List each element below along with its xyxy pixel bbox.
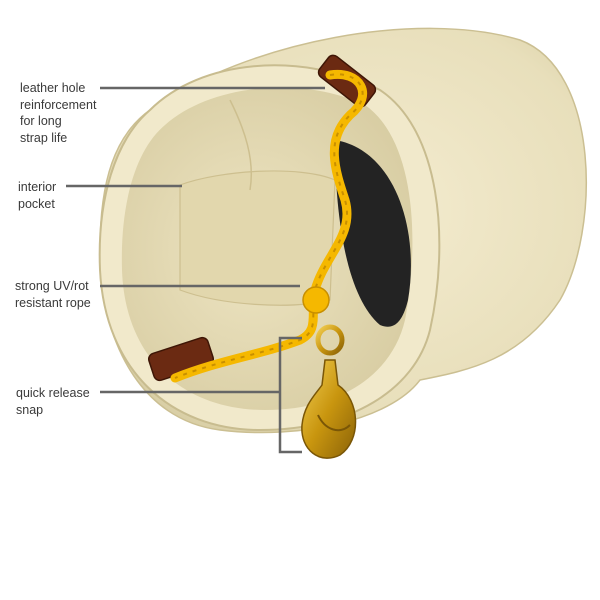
snap-gate [317,414,351,432]
leader-lines [66,86,325,454]
callout-leather-hole-reinforcement: leather hole reinforcement for long stra… [20,81,97,145]
pocket-fold [229,99,253,191]
callout-rope: strong UV/rot resistant rope [15,279,91,310]
bag-interior-bottom [335,140,411,327]
interior-pocket [179,170,336,306]
rope-twist [174,73,364,379]
quick-release-snap [301,359,357,459]
snap-bracket [278,336,302,454]
rope-knot [302,286,330,314]
callout-interior-pocket: interior pocket [18,180,57,211]
snap-ring [315,324,345,356]
callout-quick-release-snap: quick release snap [16,386,90,417]
